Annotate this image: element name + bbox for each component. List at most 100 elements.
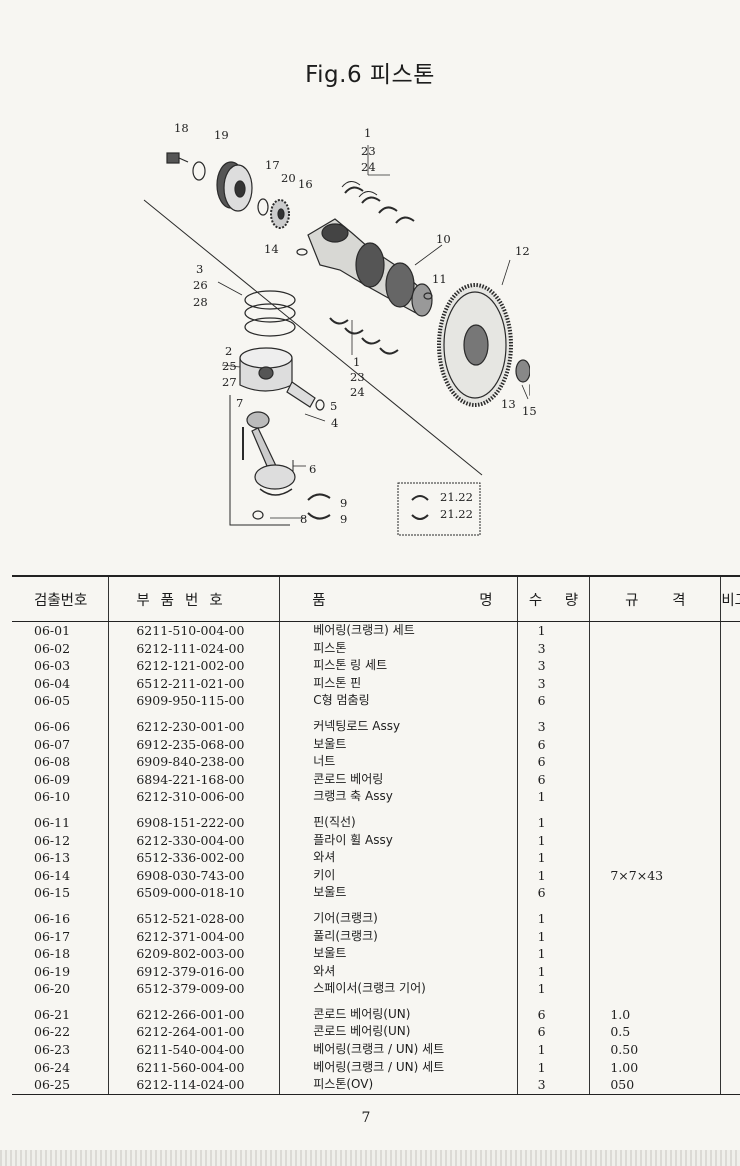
cell-spec [589, 674, 721, 693]
cell-qty: 6 [516, 770, 590, 789]
callout-3: 3 [196, 262, 204, 276]
callout-2: 2 [225, 344, 233, 358]
cell-name: 보울트 [279, 735, 518, 754]
cell-spec [589, 692, 721, 710]
cell-name: 콘로드 베어링(UN) [279, 1023, 518, 1042]
cell-part-no: 6212-230-001-00 [108, 709, 280, 736]
washer-13-icon [515, 359, 530, 383]
cell-no: 06-04 [34, 675, 71, 691]
header-part-no: 부품번호 [108, 575, 280, 622]
callout-20: 20 [281, 171, 296, 185]
cell-no: 06-14 [34, 867, 71, 883]
cell-name: 키이 [279, 866, 518, 885]
cell-qty: 3 [516, 657, 590, 675]
cell-name: 피스톤 핀 [279, 674, 518, 693]
cell-name: 콘로드 베어링 [279, 770, 518, 789]
cell-qty: 1 [516, 945, 590, 963]
cell-no: 06-03 [34, 658, 71, 674]
callout-15: 15 [522, 404, 537, 418]
cell-name: 피스톤(OV) [279, 1076, 518, 1095]
cell-part-no: 6211-560-004-00 [108, 1058, 280, 1077]
cell-name: 와셔 [279, 849, 518, 867]
cell-remark: B [720, 657, 740, 675]
cell-qty: 1 [516, 1058, 590, 1077]
cell-part-no: 6912-235-068-00 [108, 735, 280, 754]
callout-14: 14 [264, 242, 279, 256]
washer-19-icon [192, 161, 206, 181]
cell-part-no: 6212-371-004-00 [108, 927, 280, 946]
callout-25: 25 [222, 359, 237, 373]
cell-remark: C [720, 621, 740, 640]
page-title: Fig.6 피스톤 [305, 62, 435, 88]
callout-10: 10 [436, 232, 451, 246]
cell-part-no: 6212-114-024-00 [108, 1076, 280, 1095]
piston-pin-4-icon [286, 381, 316, 408]
cell-remark: C [720, 997, 740, 1024]
cell-part-no: 6909-950-115-00 [108, 692, 280, 710]
cell-name: 피스톤 [279, 639, 518, 658]
cell-name: C형 멈춤링 [279, 692, 518, 710]
cell-spec [589, 788, 721, 806]
cell-no: 06-10 [34, 789, 71, 805]
cell-no: 06-22 [34, 1024, 71, 1040]
callout-24-top: 24 [361, 160, 376, 174]
cell-remark: C [720, 980, 740, 998]
bolt-18-icon [166, 152, 189, 164]
crankshaft-10-icon [307, 218, 433, 317]
cell-qty: 1 [516, 1041, 590, 1059]
main-bearings-upper-icon [341, 181, 415, 224]
cell-qty: 6 [516, 884, 590, 902]
cell-no: 06-16 [34, 910, 71, 926]
cell-spec: 050 [589, 1076, 721, 1095]
cell-part-no: 6212-266-001-00 [108, 997, 280, 1024]
cell-name: 기어(크랭크) [279, 901, 518, 928]
cell-name: 너트 [279, 753, 518, 771]
cell-part-no: 6512-336-002-00 [108, 849, 280, 867]
cell-remark: C [720, 674, 740, 693]
callout-6: 6 [309, 462, 317, 476]
cell-part-no: 6512-379-009-00 [108, 980, 280, 998]
cell-no: 06-21 [34, 1006, 71, 1022]
callout-1-top: 1 [364, 126, 372, 140]
callout-9-upper: 9 [340, 496, 348, 510]
cell-no: 06-09 [34, 771, 71, 787]
cell-part-no: 6211-540-004-00 [108, 1041, 280, 1059]
cell-no: 06-12 [34, 832, 71, 848]
pulley-17-icon [216, 161, 253, 212]
cell-qty: 1 [516, 805, 590, 832]
cell-no: 06-24 [34, 1059, 71, 1075]
cell-part-no: 6512-521-028-00 [108, 901, 280, 928]
cell-qty: 3 [516, 674, 590, 693]
cell-spec: 7×7×43 [589, 866, 721, 885]
cell-name: 핀(직선) [279, 805, 518, 832]
cell-no: 06-20 [34, 981, 71, 997]
cell-qty: 6 [516, 753, 590, 771]
callout-26: 26 [193, 278, 208, 292]
cell-qty: 1 [516, 980, 590, 998]
page-number: 7 [361, 1110, 371, 1126]
cell-spec [589, 962, 721, 981]
cell-remark: C [720, 1058, 740, 1077]
cell-qty: 3 [516, 709, 590, 736]
cell-remark: C [720, 962, 740, 981]
cell-spec: 0.5 [589, 1023, 721, 1042]
table-header-row: 검출번호 부품번호 품명 수량 규격 비고 [12, 575, 740, 622]
cell-name: 커넥팅로드 Assy [279, 709, 518, 736]
cell-name: 플라이 휠 Assy [279, 831, 518, 850]
callout-4: 4 [331, 416, 339, 430]
cell-remark: C [720, 849, 740, 867]
